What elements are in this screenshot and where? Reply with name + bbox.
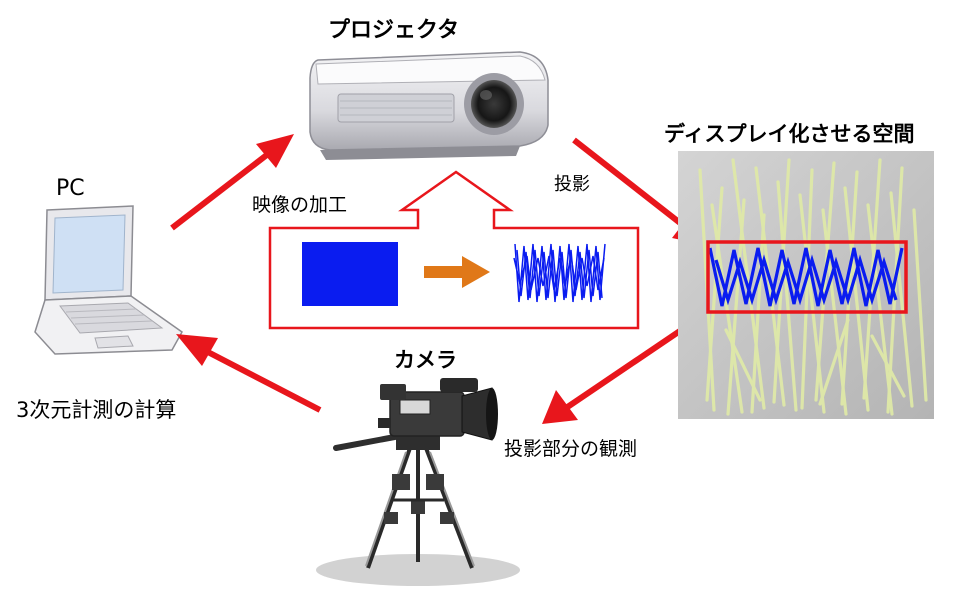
projection-label: 投影 (554, 174, 590, 195)
pc-label: PC (56, 176, 85, 201)
stick-sculpture-photo (678, 151, 934, 419)
observation-label: 投影部分の観測 (504, 438, 638, 460)
arrow-camera-to-pc (176, 334, 322, 413)
video-camera-on-tripod-icon (316, 378, 520, 586)
blue-source-image (302, 242, 398, 306)
projector-icon (309, 51, 549, 160)
display-space-label: ディスプレイ化させる空間 (664, 122, 915, 146)
laptop-icon (34, 205, 183, 355)
zigzag-processed-image (513, 243, 606, 303)
image-processing-label: 映像の加工 (252, 194, 348, 216)
projector-label: プロジェクタ (328, 18, 460, 43)
projection-area-frame (706, 240, 908, 314)
computation-label: 3次元計測の計算 (16, 398, 177, 422)
camera-label: カメラ (394, 348, 457, 372)
arrow-pc-to-projector (170, 134, 294, 231)
process-arrow (424, 256, 490, 288)
